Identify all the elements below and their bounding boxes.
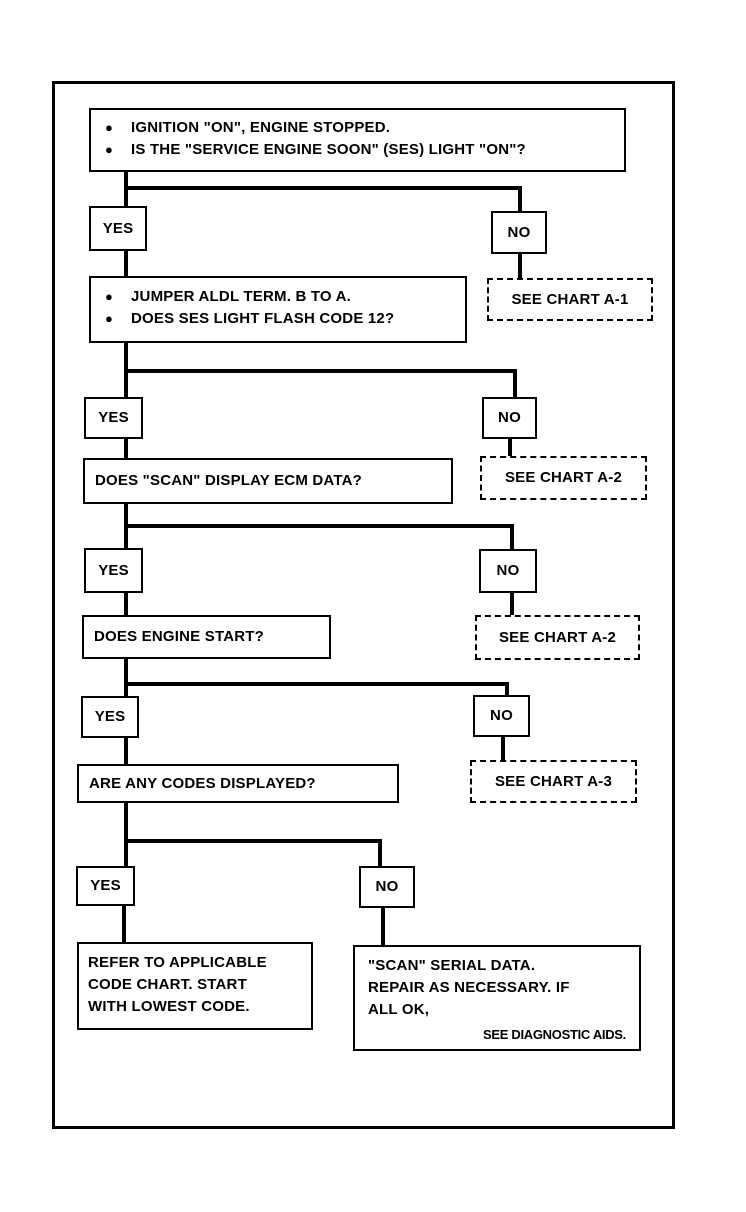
q3-box: DOES "SCAN" DISPLAY ECM DATA? xyxy=(83,458,453,504)
q3-yes-label: YES xyxy=(84,548,143,593)
q4-no-chart-ref: SEE CHART A-3 xyxy=(470,760,637,803)
connector-q5-branch xyxy=(124,801,382,868)
yes-result-line: REFER TO APPLICABLE xyxy=(88,954,267,971)
q1-yes-label: YES xyxy=(89,206,147,251)
q1-box: IGNITION "ON", ENGINE STOPPED. IS THE "S… xyxy=(89,108,626,172)
no-result-line: REPAIR AS NECESSARY. IF xyxy=(368,979,570,996)
connector-q2-branch xyxy=(124,341,517,399)
q2-yes-label: YES xyxy=(84,397,143,439)
connector-q3-branch xyxy=(124,502,514,551)
yes-result-box: REFER TO APPLICABLE CODE CHART. START WI… xyxy=(77,942,313,1030)
no-result-ref: SEE DIAGNOSTIC AIDS. xyxy=(482,1027,626,1042)
q4-box: DOES ENGINE START? xyxy=(82,615,331,659)
q3-no-chart-ref: SEE CHART A-2 xyxy=(475,615,640,660)
q2-no-chart-ref: SEE CHART A-2 xyxy=(480,456,647,500)
yes-result-line: CODE CHART. START xyxy=(88,976,247,993)
q2-bullet: JUMPER ALDL TERM. B TO A. xyxy=(105,286,451,308)
q5-question: ARE ANY CODES DISPLAYED? xyxy=(89,775,316,792)
q4-yes-label: YES xyxy=(81,696,139,738)
q3-question: DOES "SCAN" DISPLAY ECM DATA? xyxy=(95,472,362,489)
connector-q4-branch xyxy=(124,657,509,697)
q4-no-label: NO xyxy=(473,695,530,737)
no-result-box: "SCAN" SERIAL DATA. REPAIR AS NECESSARY.… xyxy=(353,945,641,1051)
q1-no-label: NO xyxy=(491,211,547,254)
no-result-line: "SCAN" SERIAL DATA. xyxy=(368,957,536,974)
q2-box: JUMPER ALDL TERM. B TO A. DOES SES LIGHT… xyxy=(89,276,467,343)
diagram-frame xyxy=(52,81,675,1129)
no-result-line: ALL OK, xyxy=(368,1001,430,1018)
connector-q1-branch xyxy=(124,169,522,213)
q2-no-label: NO xyxy=(482,397,537,439)
q5-yes-label: YES xyxy=(76,866,135,906)
q2-bullet: DOES SES LIGHT FLASH CODE 12? xyxy=(105,308,451,330)
q1-no-chart-ref: SEE CHART A-1 xyxy=(487,278,653,321)
q1-bullet: IS THE "SERVICE ENGINE SOON" (SES) LIGHT… xyxy=(105,139,610,161)
q4-question: DOES ENGINE START? xyxy=(94,628,264,645)
q3-no-label: NO xyxy=(479,549,537,593)
q1-bullet: IGNITION "ON", ENGINE STOPPED. xyxy=(105,117,610,139)
q5-box: ARE ANY CODES DISPLAYED? xyxy=(77,764,399,803)
yes-result-line: WITH LOWEST CODE. xyxy=(88,998,250,1015)
q5-no-label: NO xyxy=(359,866,415,908)
